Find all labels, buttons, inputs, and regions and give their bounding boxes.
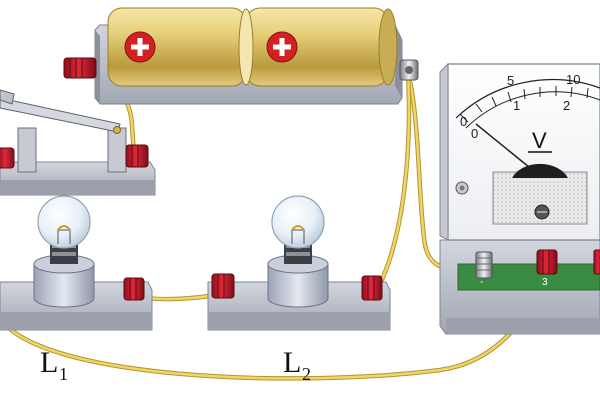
terminal-label-minus: - xyxy=(480,277,483,288)
switch-terminal-left[interactable] xyxy=(0,147,15,169)
plus-icon xyxy=(124,31,156,63)
lamp2-terminal-right[interactable] xyxy=(361,275,383,301)
lamp-1-label: L xyxy=(40,346,58,379)
scale-zero-bottom: 0 xyxy=(471,126,478,141)
terminal-label-3: 3 xyxy=(542,277,548,288)
voltmeter-terminal-3[interactable] xyxy=(536,249,558,275)
lamp-1-subscript: 1 xyxy=(59,364,68,384)
voltmeter-terminal-minus[interactable] xyxy=(475,251,493,279)
lamp-2-label: L xyxy=(283,346,301,379)
scale-top-10: 10 xyxy=(566,72,580,87)
zero-adjust-screw[interactable] xyxy=(455,181,469,195)
label-lamp-2: L 2 xyxy=(283,346,311,384)
lamp2-terminal-left[interactable] xyxy=(211,273,235,299)
lamp-2-subscript: 2 xyxy=(302,364,311,384)
scale-zero-top: 0 xyxy=(460,114,467,129)
lamp-2 xyxy=(207,195,391,331)
bulb-2 xyxy=(271,195,325,249)
label-lamp-1: L 1 xyxy=(40,346,68,384)
battery xyxy=(63,7,419,105)
lamp1-terminal[interactable] xyxy=(123,277,145,301)
scale-top-5: 5 xyxy=(507,73,514,88)
voltmeter-terminal-right-edge[interactable] xyxy=(593,249,600,275)
bulb-1 xyxy=(37,195,91,249)
plus-icon xyxy=(266,31,298,63)
battery-terminal-silver[interactable] xyxy=(399,59,419,81)
voltmeter: - 3 0 0 5 10 1 2 V xyxy=(439,62,600,335)
pivot-screw xyxy=(534,204,550,220)
scale-bottom-1: 1 xyxy=(513,98,520,113)
scale-bottom-2: 2 xyxy=(563,98,570,113)
switch-terminal-right[interactable] xyxy=(125,144,149,168)
scale-ticks xyxy=(459,86,589,123)
knife-switch[interactable] xyxy=(0,89,156,196)
battery-terminal-red[interactable] xyxy=(63,57,97,79)
voltmeter-unit: V xyxy=(532,128,547,153)
lamp-1 xyxy=(0,195,153,331)
